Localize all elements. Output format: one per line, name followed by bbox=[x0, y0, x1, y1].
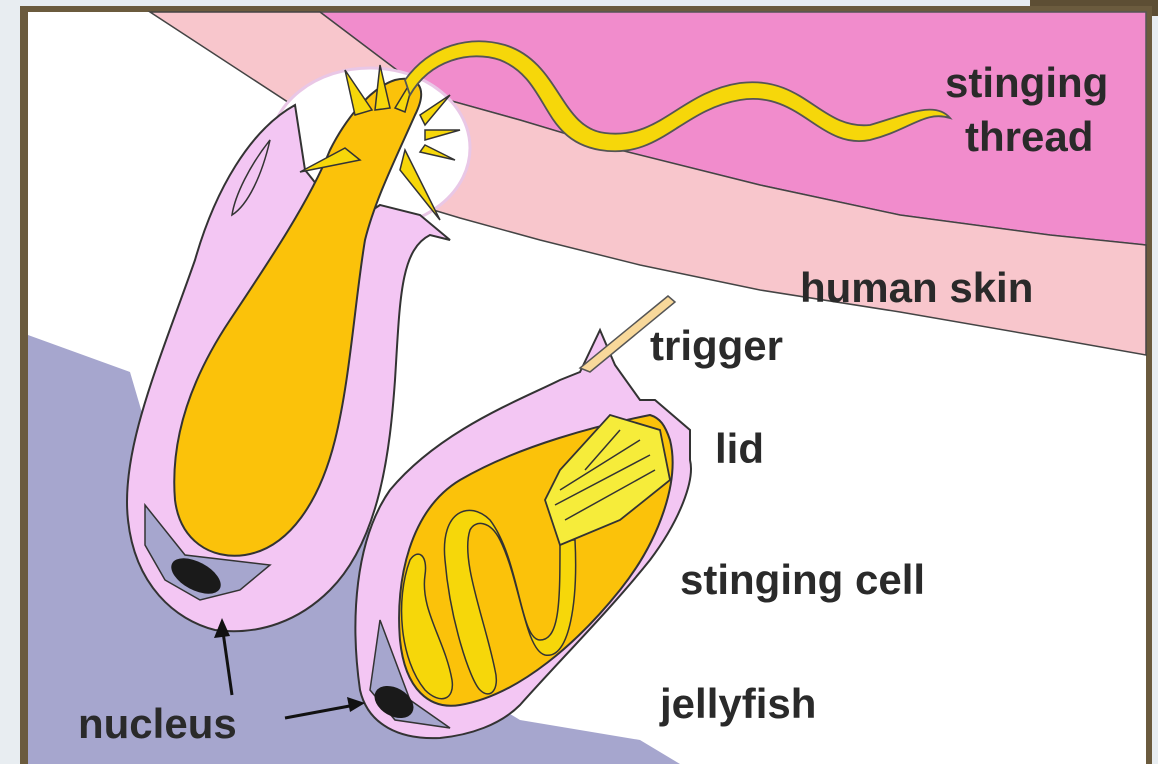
label-stinging-cell: stinging cell bbox=[680, 556, 925, 603]
label-human-skin: human skin bbox=[800, 264, 1033, 311]
label-stinging-thread-line1: stinging bbox=[945, 59, 1108, 106]
label-lid: lid bbox=[715, 425, 764, 472]
label-stinging-thread-line2: thread bbox=[965, 113, 1093, 160]
label-nucleus: nucleus bbox=[78, 700, 237, 747]
label-jellyfish: jellyfish bbox=[659, 680, 816, 727]
label-trigger: trigger bbox=[650, 322, 783, 369]
